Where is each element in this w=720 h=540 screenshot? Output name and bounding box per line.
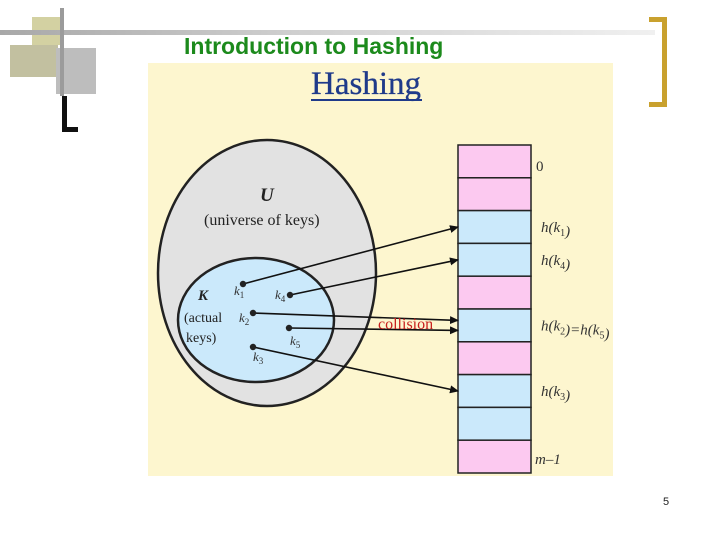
slot-label-last: m–1 <box>535 452 561 468</box>
actual-keys-caption-line2: keys) <box>186 331 217 346</box>
key-point-k4 <box>286 291 294 299</box>
key-point-k3 <box>249 343 257 351</box>
hash-slot-7 <box>457 373 532 409</box>
ornament-square-b <box>10 45 58 77</box>
slide-title: Introduction to Hashing <box>184 33 444 59</box>
hash-slot-4 <box>457 275 532 310</box>
slot-label-first: 0 <box>536 159 544 175</box>
hashing-diagram: Hashing U (universe of keys) K (actual k… <box>156 66 609 474</box>
slot-label-5: h(k2)=h(k5) <box>541 318 609 342</box>
hash-arrows <box>242 225 459 394</box>
universe-label: U <box>260 185 275 206</box>
key-label-k1: k1 <box>234 283 244 300</box>
page-number: 5 <box>663 496 670 508</box>
hash-slot-3 <box>457 242 532 277</box>
arrow-k2 <box>252 312 459 325</box>
key-label-k5: k5 <box>290 333 301 350</box>
corner-ornament-topleft <box>0 0 655 132</box>
key-point-k5 <box>285 324 293 332</box>
ornament-bracket-vertical <box>62 96 67 132</box>
arrow-k4 <box>289 257 459 296</box>
corner-bracket-topright <box>649 17 667 107</box>
universe-caption: (universe of keys) <box>204 212 320 229</box>
key-points: k1 k4 k2 k5 k3 <box>234 280 301 366</box>
slot-label-7: h(k3) <box>541 384 570 404</box>
slot-label-2: h(k1) <box>541 220 570 240</box>
hash-slot-5 <box>457 308 532 343</box>
actual-keys-label: K <box>197 288 209 304</box>
hash-slot-0 <box>457 144 532 179</box>
actual-keys-caption-line1: (actual <box>184 311 222 326</box>
slot-labels: h(k1) h(k4) h(k2)=h(k5) h(k3) <box>541 220 609 404</box>
key-point-k2 <box>249 309 257 317</box>
collision-label: collision <box>378 316 433 333</box>
hash-slot-8 <box>457 406 532 441</box>
slot-label-3: h(k4) <box>541 253 570 273</box>
hash-slot-9 <box>457 439 532 474</box>
key-label-k3: k3 <box>253 349 264 366</box>
figure-heading: Hashing <box>311 66 421 102</box>
arrow-k1 <box>242 225 459 285</box>
ornament-line-horizontal <box>0 30 655 35</box>
key-label-k4: k4 <box>275 287 286 304</box>
hash-slot-1 <box>457 177 532 212</box>
hash-slot-2 <box>457 209 532 245</box>
key-point-k1 <box>239 280 247 288</box>
arrow-k5 <box>288 326 459 335</box>
arrow-k3 <box>252 346 459 394</box>
hashing-figure: Hashing U (universe of keys) K (actual k… <box>148 63 613 476</box>
actual-keys-region <box>176 256 336 384</box>
ornament-bracket-horizontal <box>62 127 78 132</box>
hash-slot-6 <box>457 341 532 376</box>
key-label-k2: k2 <box>239 310 249 327</box>
ornament-line-vertical <box>60 8 64 96</box>
hash-table <box>457 144 532 474</box>
